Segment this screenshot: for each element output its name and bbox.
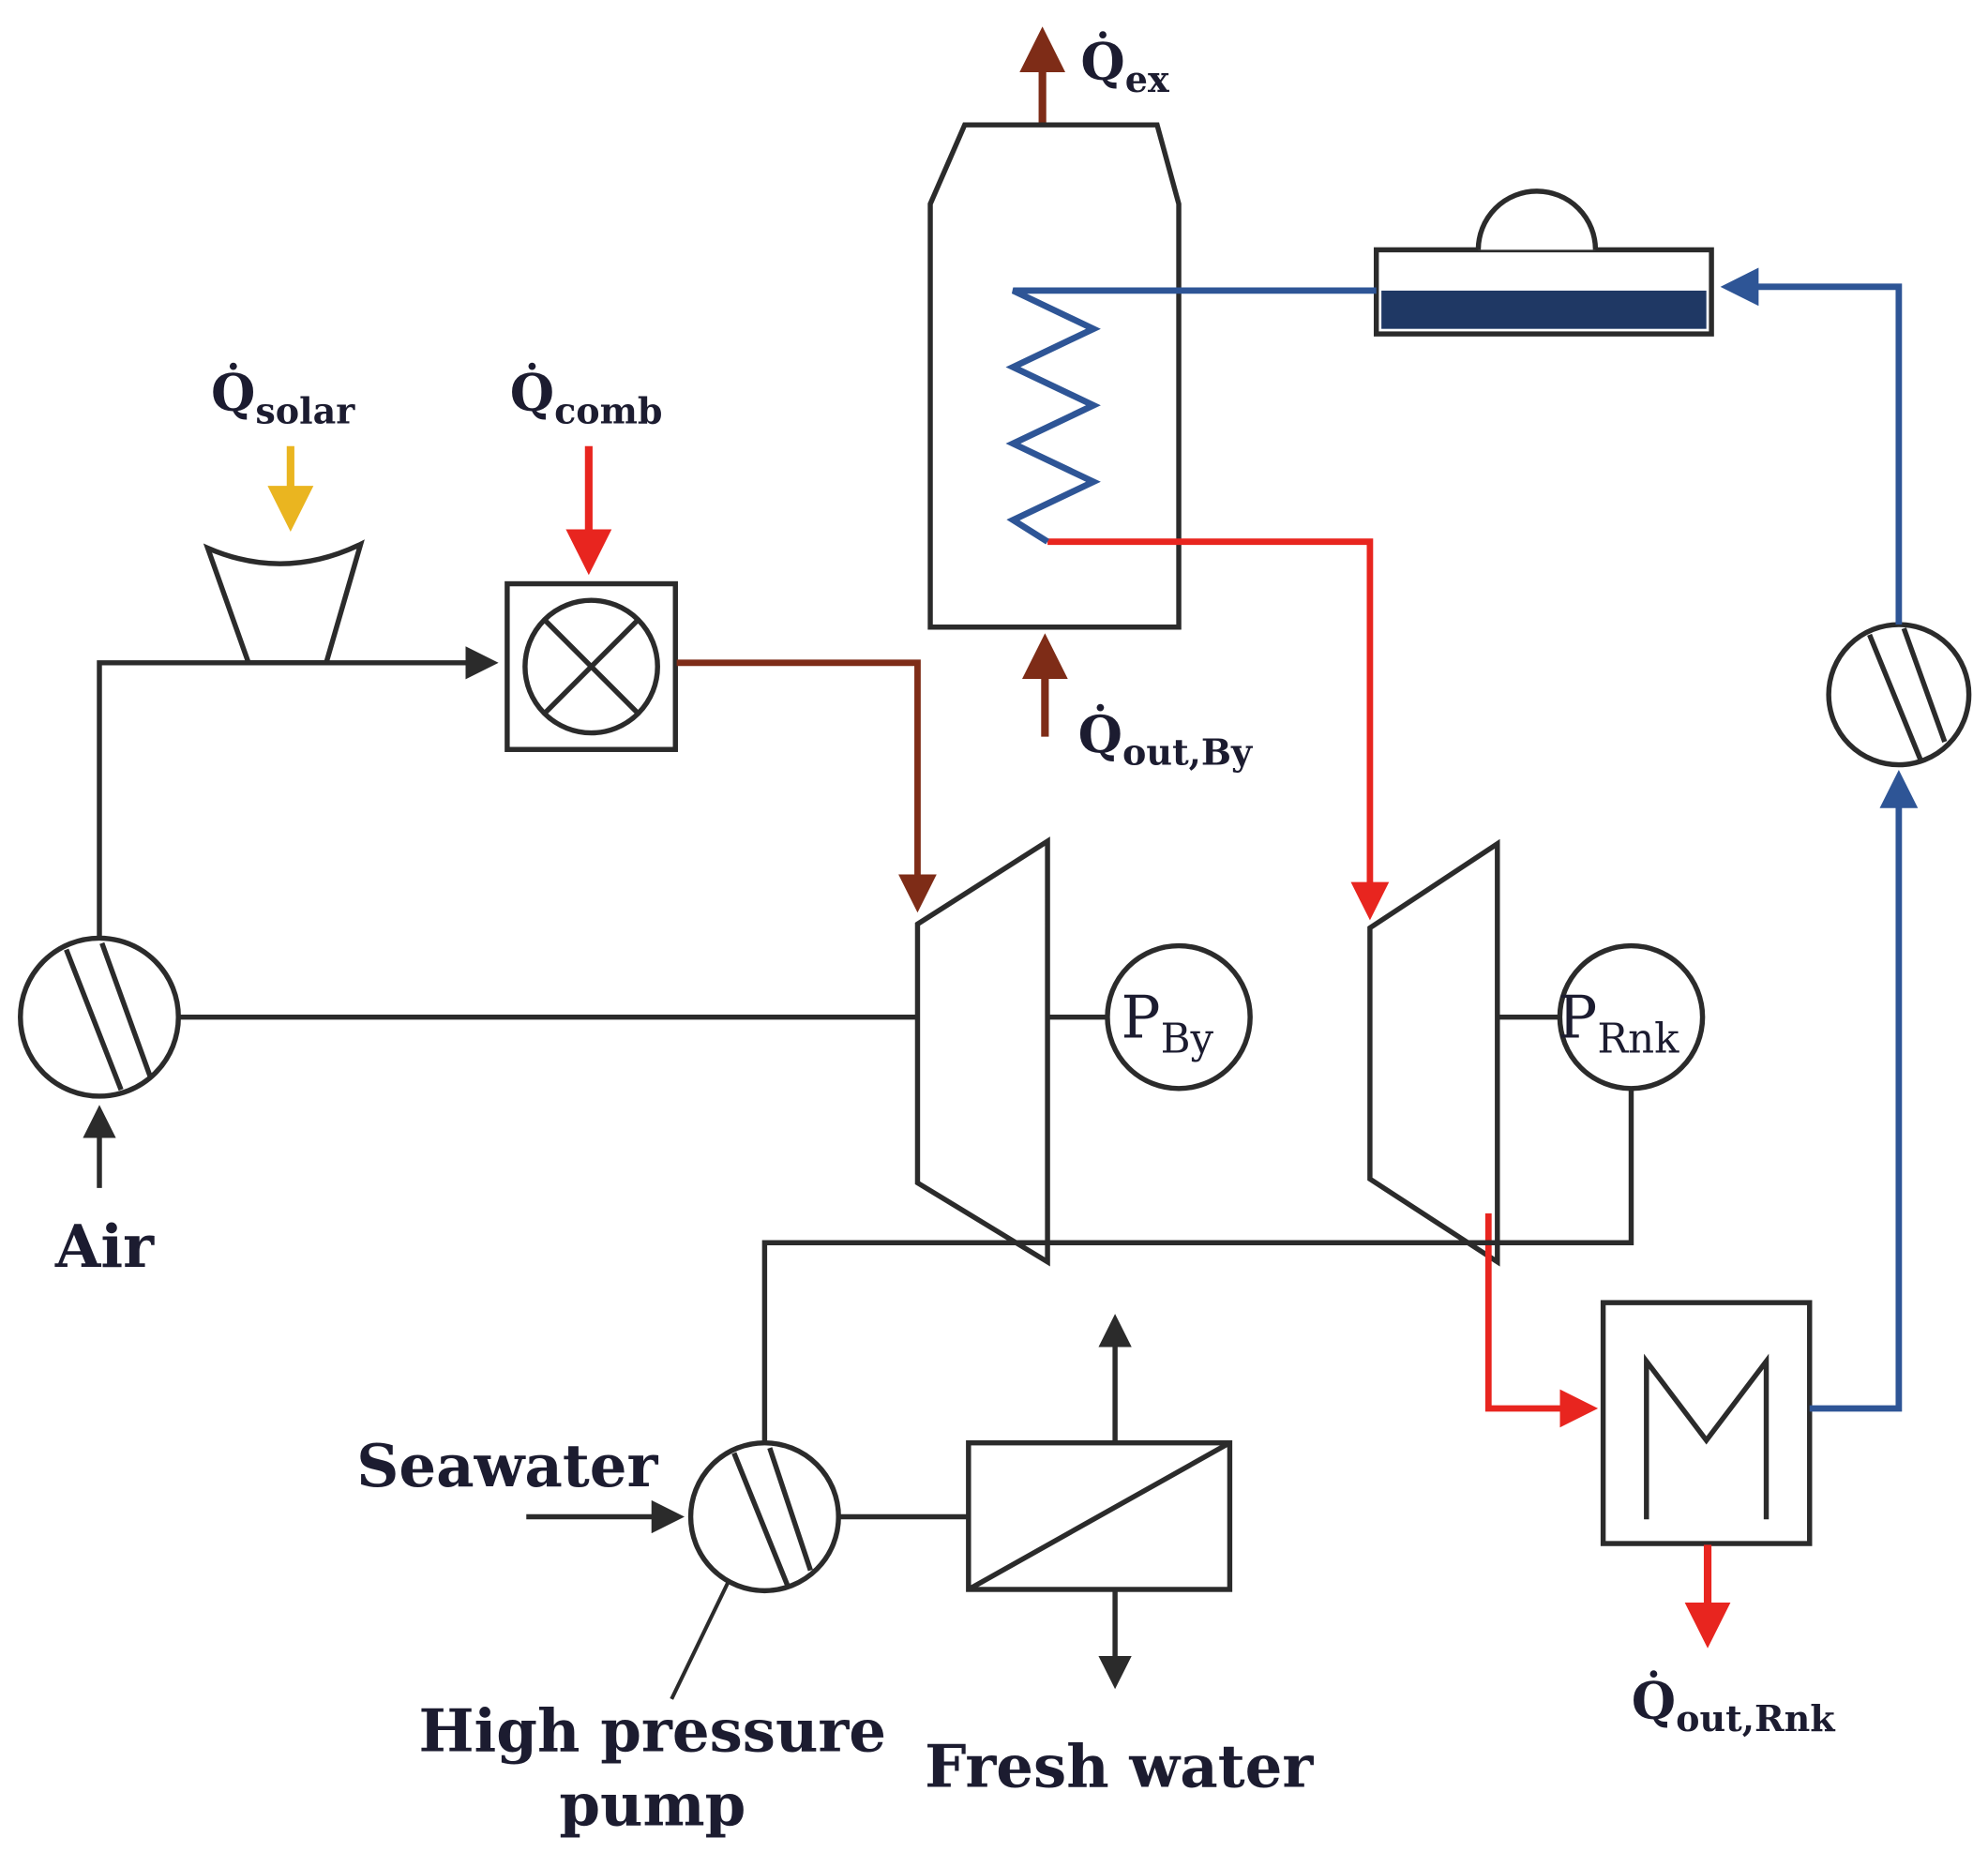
fresh-water-label: Fresh water — [925, 1732, 1314, 1801]
feedwater-line — [1720, 267, 1903, 625]
flow-lines-layer — [83, 26, 1919, 1700]
high-pressure-pump-label-line1: High pressure — [419, 1696, 887, 1766]
components-layer — [18, 122, 1972, 1594]
hrsg-vessel — [927, 122, 1182, 630]
air-compressor-vanes — [64, 941, 153, 1092]
condensate-line — [1809, 769, 1919, 1412]
generator-to-pump-power-line — [761, 1088, 1634, 1442]
q-out-rnk-label: Q̇out,Rnk — [1632, 1670, 1836, 1739]
air-compressor-icon — [18, 935, 181, 1099]
seawater-label: Seawater — [356, 1431, 658, 1500]
brayton-turbine — [914, 836, 1050, 1267]
drum-to-coil-line — [1005, 287, 1377, 545]
steam-drum-dome — [1475, 188, 1599, 250]
labels-layer: Q̇ex Q̇solar Q̇comb Q̇out,By Q̇out,Rnk P… — [54, 31, 1836, 1839]
rankine-turbine — [1367, 838, 1500, 1267]
generator-by-label: PBy — [1122, 983, 1214, 1062]
q-out-by-label: Q̇out,By — [1078, 704, 1254, 774]
condenser — [1600, 1300, 1813, 1546]
compressed-air-line — [97, 646, 499, 939]
generator-rnk-label: PRnk — [1558, 983, 1679, 1062]
combustion-chamber-cross-icon — [542, 617, 640, 716]
turbine-exhaust-steam-line — [1484, 1213, 1599, 1428]
condenser-coil-icon — [1644, 1353, 1770, 1520]
steam-drum-water-level — [1381, 290, 1707, 329]
q-ex-label: Q̇ex — [1080, 31, 1169, 100]
feedwater-pump-vanes — [1867, 627, 1948, 761]
air-label: Air — [54, 1212, 155, 1281]
high-pressure-pump-label-line2: pump — [559, 1769, 746, 1839]
solar-collector-icon — [203, 539, 365, 666]
ro-membrane-diagonal — [967, 1440, 1231, 1592]
pump-label-pointer-line — [670, 1579, 731, 1700]
high-pressure-pump-vanes — [731, 1447, 813, 1587]
q-solar-label: Q̇solar — [211, 363, 355, 432]
high-pressure-pump-icon — [687, 1439, 841, 1594]
live-steam-line — [1047, 538, 1390, 921]
combustion-chamber-circle — [522, 597, 660, 736]
combustion-gas-line — [676, 659, 937, 913]
q-comb-label: Q̇comb — [510, 363, 663, 432]
feedwater-pump-icon — [1826, 622, 1972, 768]
